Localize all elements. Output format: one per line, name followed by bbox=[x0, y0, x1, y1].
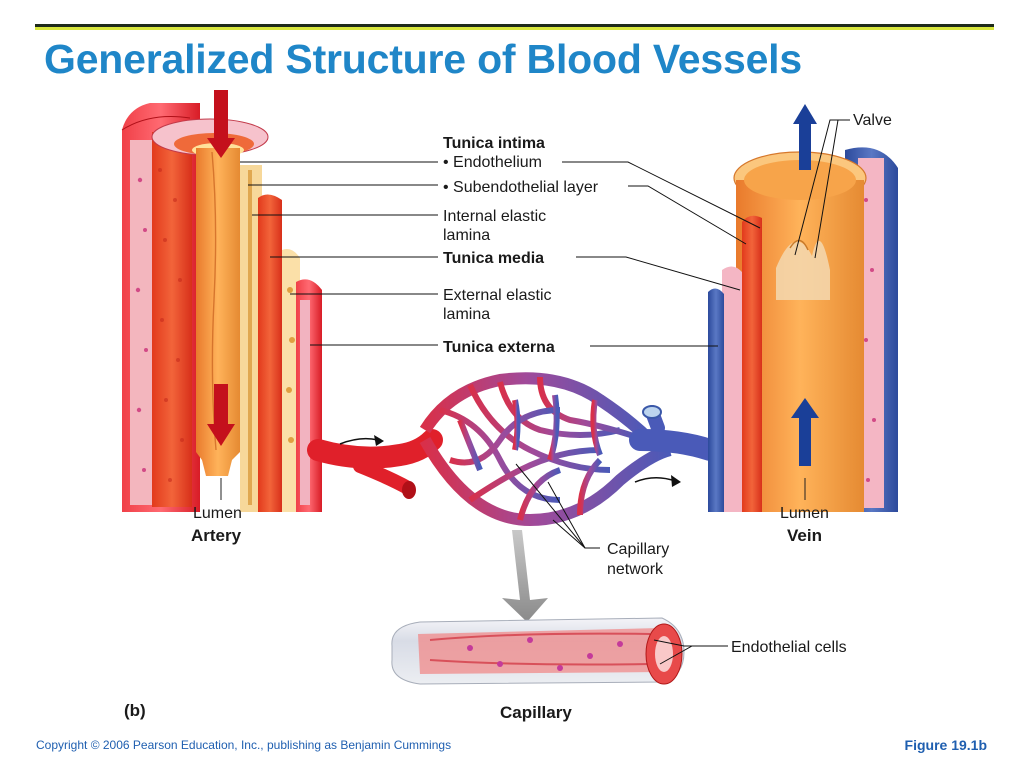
label-capillary: Capillary bbox=[500, 703, 572, 722]
label-subendothelial-layer: • Subendothelial layer bbox=[443, 179, 599, 196]
vein-flow-arrow-top bbox=[793, 104, 817, 124]
capillary-network-illustration bbox=[307, 372, 721, 527]
top-rule bbox=[35, 24, 994, 27]
label-capillary-network-2: network bbox=[607, 561, 664, 578]
label-valve: Valve bbox=[853, 112, 892, 129]
vein-flow-arrow-bottom bbox=[791, 398, 819, 418]
label-artery: Artery bbox=[191, 526, 242, 545]
label-tunica-media: Tunica media bbox=[443, 250, 544, 267]
label-external-elastic-lamina-2: lamina bbox=[443, 306, 490, 323]
vein-illustration bbox=[708, 104, 898, 513]
leader-lines bbox=[240, 119, 850, 665]
label-tunica-intima: Tunica intima bbox=[443, 135, 545, 152]
label-endothelium: • Endothelium bbox=[443, 154, 542, 171]
label-internal-elastic-lamina-1: Internal elastic bbox=[443, 208, 546, 225]
label-artery-lumen: Lumen bbox=[193, 505, 242, 522]
label-panel-b: (b) bbox=[124, 701, 146, 720]
blood-flow-arrow-top bbox=[214, 90, 228, 140]
label-vein: Vein bbox=[787, 526, 822, 545]
label-capillary-network-1: Capillary bbox=[607, 541, 669, 558]
figure-reference: Figure 19.1b bbox=[904, 737, 987, 753]
copyright-notice: Copyright © 2006 Pearson Education, Inc.… bbox=[36, 738, 452, 752]
label-internal-elastic-lamina-2: lamina bbox=[443, 227, 490, 244]
label-vein-lumen: Lumen bbox=[780, 505, 829, 522]
top-rule-accent bbox=[35, 27, 994, 30]
label-external-elastic-lamina-1: External elastic bbox=[443, 287, 552, 304]
slide-title: Generalized Structure of Blood Vessels bbox=[44, 36, 802, 82]
zoom-arrow bbox=[502, 530, 548, 622]
label-tunica-externa: Tunica externa bbox=[443, 339, 555, 356]
label-endothelial-cells: Endothelial cells bbox=[731, 639, 847, 656]
capillary-detail-illustration bbox=[391, 530, 685, 685]
blood-flow-arrow-bottom bbox=[214, 384, 228, 426]
artery-illustration bbox=[121, 90, 322, 512]
